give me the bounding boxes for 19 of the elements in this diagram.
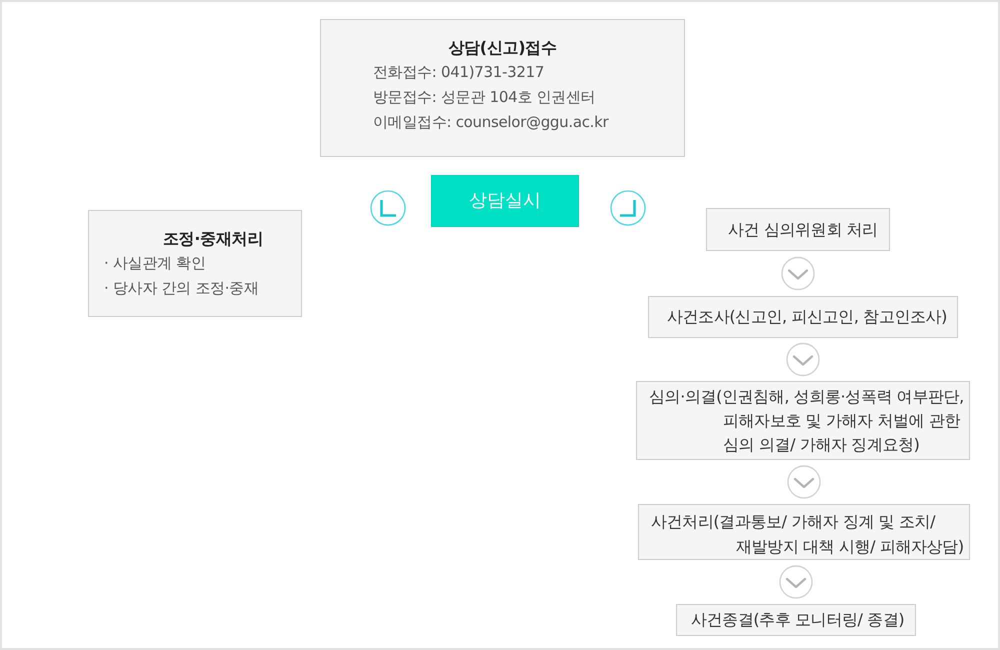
contact-line: 이메일접수: counselor@ggu.ac.kr — [372, 112, 610, 133]
box-heading: 조정·중재처리 — [162, 228, 264, 250]
chevron-arrow — [781, 256, 815, 290]
chevron-arrow — [786, 342, 820, 376]
process-box: 사건조사(신고인, 피신고인, 참고인조사) — [648, 296, 958, 338]
process-box: 상담실시 — [431, 175, 579, 227]
process-box: 사건 심의위원회 처리 — [706, 208, 890, 251]
contact-line: 전화접수: 041)731-3217 — [372, 62, 546, 83]
process-box — [88, 210, 302, 317]
bullet-item: · 사실관계 확인 — [103, 253, 207, 274]
chevron-arrow — [787, 465, 821, 499]
box-heading: 상담(신고)접수 — [447, 37, 558, 59]
bullet-item: · 당사자 간의 조정·중재 — [103, 278, 260, 299]
chevron-arrow — [779, 565, 813, 599]
process-box: 심의·의결(인권침해, 성희롱·성폭력 여부판단, 피해자보호 및 가해자 처벌에 관한 심의 의결/ 가해자 징계요청) — [636, 381, 970, 460]
info-box — [320, 19, 685, 157]
process-box: 사건종결(추후 모니터링/ 종결) — [676, 604, 916, 636]
process-box: 사건처리(결과통보/ 가해자 징계 및 조치/ 재발방지 대책 시행/ 피해자상담) — [638, 504, 970, 560]
contact-line: 방문접수: 성문관 104호 인권센터 — [372, 87, 596, 108]
